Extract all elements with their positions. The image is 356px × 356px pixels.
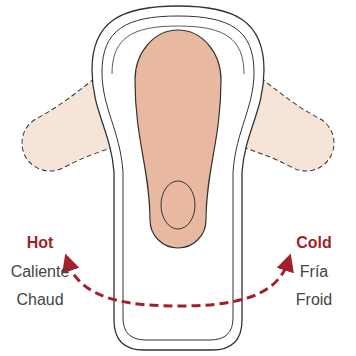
hot-spanish-label: Caliente	[11, 263, 70, 281]
base-inner-line	[102, 16, 254, 340]
handle-grip-oval	[161, 181, 195, 229]
lever-handle	[135, 30, 221, 248]
faucet-base	[92, 6, 264, 350]
cold-label: Cold	[296, 234, 332, 252]
cold-french-label: Froid	[296, 291, 332, 309]
swing-arrow	[68, 262, 288, 306]
hot-french-label: Chaud	[16, 291, 63, 309]
hot-label: Hot	[27, 234, 54, 252]
cold-spanish-label: Fría	[300, 263, 328, 281]
